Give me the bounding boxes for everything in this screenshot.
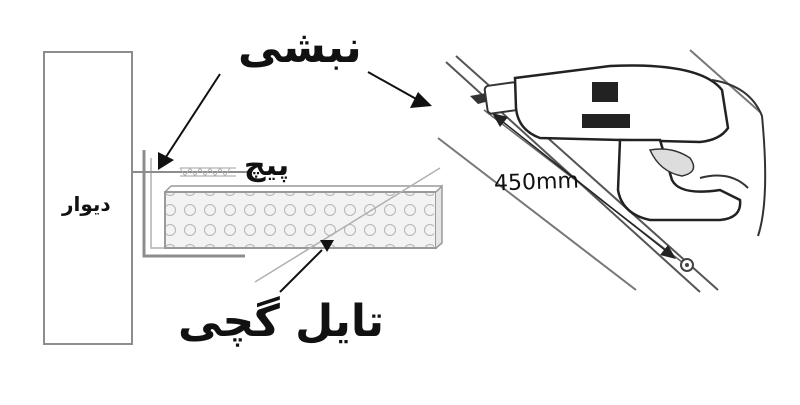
wall-label: دیوار — [62, 192, 111, 216]
wall-outline — [43, 51, 133, 345]
arrow-tile — [279, 240, 334, 293]
arrow-angle-left — [158, 73, 221, 170]
power-drill-icon — [470, 64, 767, 237]
screw-label: پیچ — [244, 148, 290, 183]
angle-bracket-label: نبشی — [238, 22, 362, 73]
arrow-angle-right — [367, 71, 432, 108]
tile-label: تایل گچی — [178, 296, 384, 347]
dimension-label: 450mm — [493, 168, 580, 197]
dimension-arrow — [492, 113, 676, 259]
wall-screw — [132, 167, 250, 177]
gypsum-tile — [164, 184, 443, 249]
angle-bracket — [142, 150, 245, 258]
